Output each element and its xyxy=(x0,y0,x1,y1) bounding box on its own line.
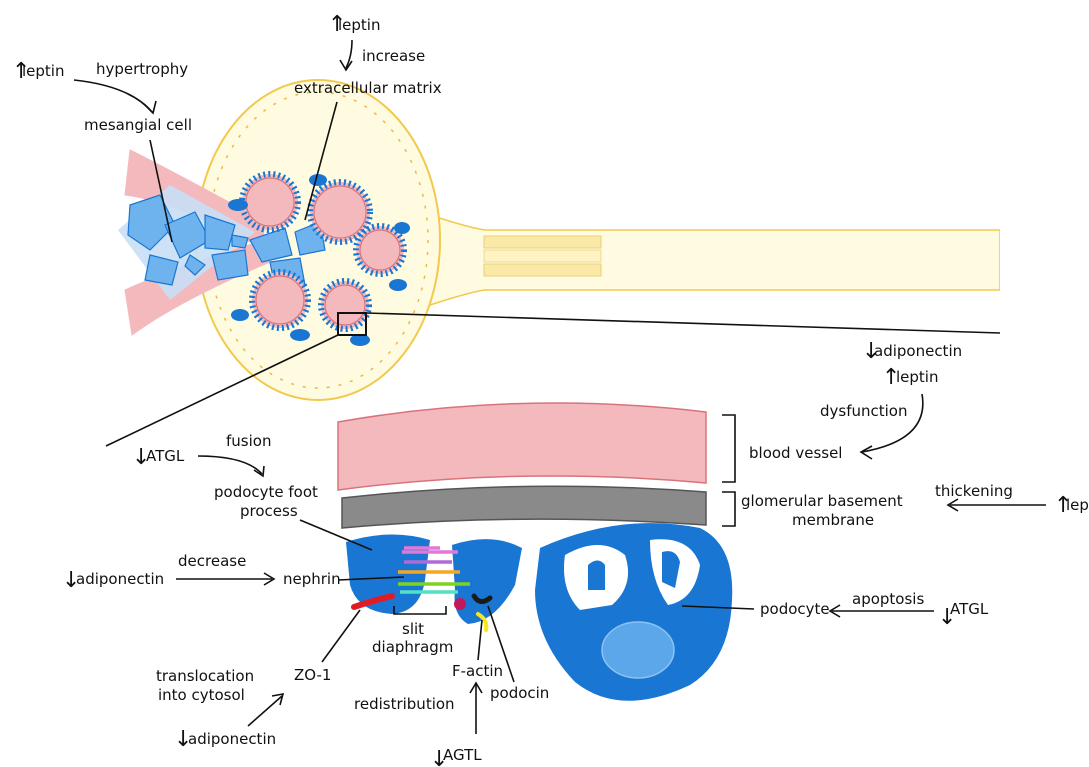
label-extracellular-matrix: extracellular matrix xyxy=(294,79,442,97)
label-redistribution: redistribution xyxy=(354,695,455,713)
arrow-translocation xyxy=(248,696,282,726)
label-leptin-1: leptin xyxy=(22,62,64,80)
label-translocation-line2: into cytosol xyxy=(158,686,245,704)
label-leptin-4: leptin xyxy=(1066,496,1089,514)
foot-process-right xyxy=(452,539,522,624)
label-nephrin: nephrin xyxy=(283,570,341,588)
label-leptin-3: leptin xyxy=(896,368,938,386)
label-diaphragm: diaphragm xyxy=(372,638,453,656)
arrow-fusion xyxy=(198,456,262,474)
label-blood-vessel: blood vessel xyxy=(749,444,842,462)
label-fusion: fusion xyxy=(226,432,271,450)
label-decrease: decrease xyxy=(178,552,246,570)
label-factin: F-actin xyxy=(452,662,503,680)
label-foot-process-line2: process xyxy=(240,502,298,520)
label-zo1: ZO-1 xyxy=(294,666,331,684)
label-adiponectin-3: adiponectin xyxy=(188,730,276,748)
label-atgl-1: ATGL xyxy=(146,447,185,465)
glomerular-basement-membrane xyxy=(342,486,706,528)
proximal-tubule xyxy=(430,215,1003,305)
label-leptin-2: leptin xyxy=(338,16,380,34)
arrow-leptin-mesangial xyxy=(74,80,152,112)
label-translocation-line1: translocation xyxy=(156,667,254,685)
label-agtl: AGTL xyxy=(443,746,482,764)
blood-vessel xyxy=(338,403,706,490)
label-apoptosis: apoptosis xyxy=(852,590,924,608)
arrow-leptin-ecm xyxy=(346,40,352,68)
label-adiponectin-2: adiponectin xyxy=(76,570,164,588)
label-podocyte: podocyte xyxy=(760,600,830,618)
filtration-barrier xyxy=(338,403,735,701)
pointer-zo1 xyxy=(322,610,360,662)
podocin-dot xyxy=(454,598,466,610)
label-podocin: podocin xyxy=(490,684,549,702)
label-gbm-line2: membrane xyxy=(792,511,874,529)
podocyte-nucleus xyxy=(602,622,674,678)
label-increase: increase xyxy=(362,47,425,65)
pointer-factin xyxy=(478,620,482,660)
label-foot-process-line1: podocyte foot xyxy=(214,483,318,501)
label-mesangial-cell: mesangial cell xyxy=(84,116,192,134)
label-slit: slit xyxy=(402,620,424,638)
label-adiponectin-1: adiponectin xyxy=(874,342,962,360)
label-gbm-line1: glomerular basement xyxy=(741,492,903,510)
label-dysfunction: dysfunction xyxy=(820,402,908,420)
label-thickening: thickening xyxy=(935,482,1013,500)
label-atgl-2: ATGL xyxy=(950,600,989,618)
label-hypertrophy: hypertrophy xyxy=(96,60,188,78)
